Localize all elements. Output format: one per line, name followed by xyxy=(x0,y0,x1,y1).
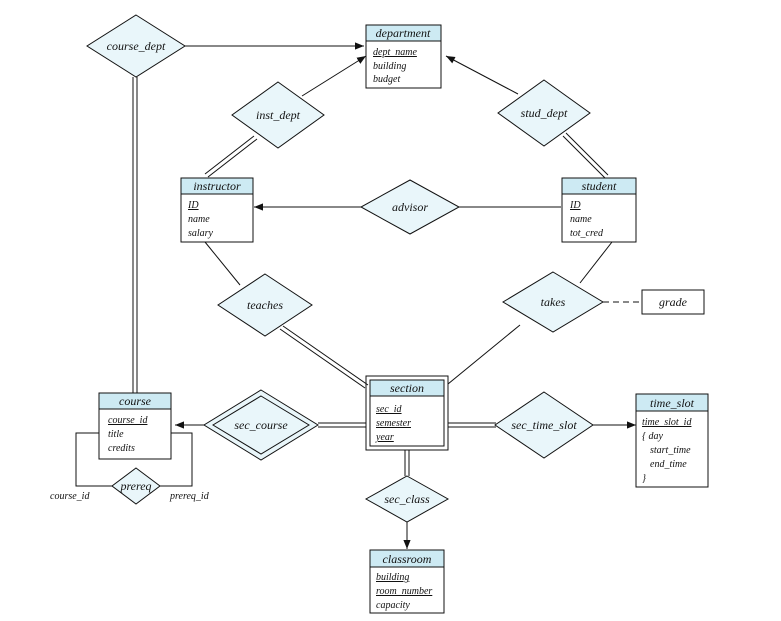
time-slot-attr-day: { day xyxy=(642,431,663,442)
entity-department[interactable]: department dept_name building budget xyxy=(365,24,442,89)
inst-dept-label: inst_dept xyxy=(256,108,301,122)
student-to-stud-dept-line-a xyxy=(565,132,609,176)
stud-dept-to-department-arrow xyxy=(445,55,519,95)
student-attr-name: name xyxy=(570,214,592,225)
course-attr-title: title xyxy=(108,429,124,440)
entity-student[interactable]: student ID name tot_cred xyxy=(561,177,637,243)
instructor-pk-id: ID xyxy=(187,200,199,211)
student-to-takes-line xyxy=(579,241,613,284)
entity-section[interactable]: section sec_id semester year xyxy=(365,375,449,451)
instructor-to-inst-dept-line-b xyxy=(207,138,258,178)
instructor-to-teaches-line xyxy=(204,241,241,286)
course-dept-label: course_dept xyxy=(107,39,166,53)
role-prereq-id: prereq_id xyxy=(169,491,210,502)
teaches-to-section-line-a xyxy=(282,325,369,386)
section-title: section xyxy=(390,381,424,395)
department-pk-dept-name: dept_name xyxy=(373,47,417,58)
advisor-label: advisor xyxy=(392,200,428,214)
inst-dept-to-department-arrow xyxy=(301,55,367,97)
connectors xyxy=(75,42,642,549)
time-slot-pk-time-slot-id: time_slot_id xyxy=(642,417,692,428)
course-title: course xyxy=(119,394,152,408)
prereq-right-line xyxy=(160,432,193,487)
takes-to-section-line xyxy=(447,324,521,385)
relationship-takes[interactable]: takes xyxy=(502,271,604,333)
role-course-id: course_id xyxy=(50,491,90,502)
time-slot-attr-end-time: end_time xyxy=(650,459,687,470)
teaches-label: teaches xyxy=(247,298,283,312)
entity-time-slot[interactable]: time_slot time_slot_id { day start_time … xyxy=(635,393,709,488)
section-pk-year: year xyxy=(375,432,394,443)
section-pk-sec-id: sec_id xyxy=(376,404,403,415)
instructor-attr-name: name xyxy=(188,214,210,225)
department-attr-budget: budget xyxy=(373,74,400,85)
course-attr-credits: credits xyxy=(108,443,135,454)
relationship-sec-time-slot[interactable]: sec_time_slot xyxy=(494,391,594,459)
student-title: student xyxy=(582,179,617,193)
instructor-title: instructor xyxy=(193,179,241,193)
classroom-pk-room-number: room_number xyxy=(376,586,432,597)
department-attr-building: building xyxy=(373,61,406,72)
grade-label: grade xyxy=(659,295,688,309)
takes-label: takes xyxy=(541,295,566,309)
entity-instructor[interactable]: instructor ID name salary xyxy=(180,177,254,243)
time-slot-title: time_slot xyxy=(650,396,695,410)
relationship-teaches[interactable]: teaches xyxy=(217,273,313,337)
department-title: department xyxy=(376,26,431,40)
relationship-advisor[interactable]: advisor xyxy=(359,179,461,235)
entity-course[interactable]: course course_id title credits xyxy=(98,392,172,460)
sec-course-label: sec_course xyxy=(234,418,288,432)
time-slot-attr-start-time: start_time xyxy=(650,445,691,456)
course-pk-course-id: course_id xyxy=(108,415,148,426)
student-to-stud-dept-line-b xyxy=(562,135,606,179)
student-pk-id: ID xyxy=(569,200,581,211)
classroom-attr-capacity: capacity xyxy=(376,600,410,611)
time-slot-attr-close-brace: } xyxy=(642,473,646,484)
prereq-left-line xyxy=(75,432,112,487)
instructor-attr-salary: salary xyxy=(188,228,214,239)
classroom-pk-building: building xyxy=(376,572,409,583)
teaches-to-section-line-b xyxy=(279,328,366,389)
classroom-title: classroom xyxy=(383,552,432,566)
sec-class-label: sec_class xyxy=(384,492,430,506)
relationship-stud-dept[interactable]: stud_dept xyxy=(497,79,591,147)
instructor-to-inst-dept-line-a xyxy=(204,135,255,175)
prereq-label: prereq xyxy=(119,479,151,493)
relationship-prereq[interactable]: prereq xyxy=(111,467,161,505)
relationship-sec-class[interactable]: sec_class xyxy=(364,475,450,523)
student-attr-tot-cred: tot_cred xyxy=(570,228,604,239)
relationship-course-dept[interactable]: course_dept xyxy=(86,14,186,78)
entity-classroom[interactable]: classroom building room_number capacity xyxy=(369,549,445,614)
relationship-inst-dept[interactable]: inst_dept xyxy=(231,81,325,149)
relationship-sec-course[interactable]: sec_course xyxy=(203,389,319,461)
stud-dept-label: stud_dept xyxy=(521,106,568,120)
section-pk-semester: semester xyxy=(376,418,411,429)
sec-time-slot-label: sec_time_slot xyxy=(511,418,577,432)
relationship-attribute-grade[interactable]: grade xyxy=(641,289,705,315)
